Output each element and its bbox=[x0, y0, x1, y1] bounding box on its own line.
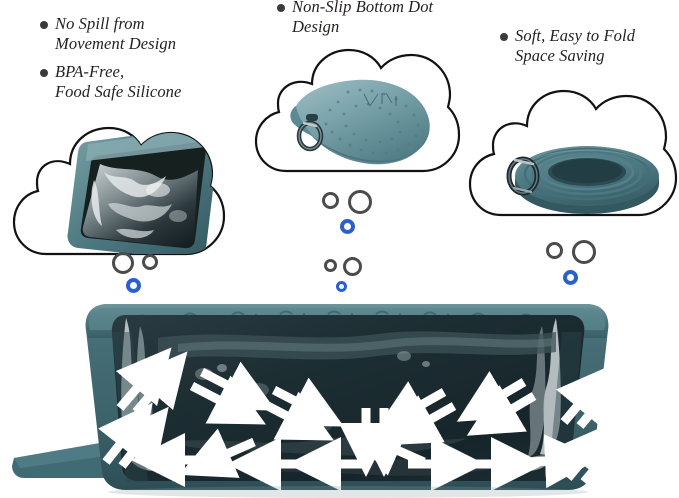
cloud-left bbox=[8, 120, 230, 272]
water-flow-arrows bbox=[98, 347, 632, 491]
feature-line: Soft, Easy to Fold Space Saving bbox=[500, 26, 635, 65]
carabiner-icon bbox=[506, 156, 540, 196]
bullet-icon bbox=[40, 69, 48, 77]
cloud-right bbox=[465, 84, 679, 236]
thought-bubbles-right bbox=[546, 240, 616, 288]
bubble-circle-medium bbox=[343, 257, 362, 276]
bullet-icon bbox=[500, 33, 508, 41]
bubble-circle-small bbox=[142, 254, 158, 270]
thought-bubbles-middle-lower bbox=[324, 257, 384, 297]
bubble-circle-accent bbox=[340, 219, 355, 234]
feature-text: No Spill from Movement Design bbox=[55, 14, 177, 53]
feature-block-non-slip: Non-Slip Bottom Dot Design bbox=[277, 0, 433, 36]
main-product-image bbox=[8, 282, 671, 498]
carabiner-icon bbox=[296, 114, 324, 152]
bullet-icon bbox=[277, 4, 285, 12]
bubble-circle-small bbox=[322, 192, 339, 209]
feature-text: Non-Slip Bottom Dot Design bbox=[292, 0, 434, 36]
feature-line: BPA-Free, Food Safe Silicone bbox=[40, 62, 181, 101]
bubble-circle-large bbox=[348, 190, 372, 214]
thought-bubbles-middle-upper bbox=[322, 190, 392, 238]
bubble-circle-small bbox=[546, 242, 563, 259]
bubble-circle-accent bbox=[563, 270, 578, 285]
cloud-middle bbox=[252, 44, 464, 196]
collapsed-bowl-icon bbox=[506, 146, 659, 214]
feature-text: Soft, Easy to Fold Space Saving bbox=[515, 26, 636, 65]
feature-text: BPA-Free, Food Safe Silicone bbox=[55, 62, 182, 101]
bullet-icon bbox=[40, 21, 48, 29]
bubble-circle-small bbox=[324, 259, 337, 272]
feature-line: No Spill from Movement Design bbox=[40, 14, 181, 53]
bowl-with-water-icon bbox=[67, 128, 220, 254]
feature-block-no-spill: No Spill from Movement Design BPA-Free, … bbox=[40, 14, 181, 101]
bowl-bottom-dots-icon bbox=[290, 79, 430, 165]
feature-block-foldable: Soft, Easy to Fold Space Saving bbox=[500, 26, 635, 65]
bubble-circle-large bbox=[112, 252, 134, 274]
thought-bubbles-left bbox=[112, 252, 182, 296]
bubble-circle-accent bbox=[126, 278, 141, 293]
bubble-circle-large bbox=[572, 240, 596, 264]
feature-line: Non-Slip Bottom Dot Design bbox=[277, 0, 433, 36]
bubble-circle-accent bbox=[336, 281, 347, 292]
